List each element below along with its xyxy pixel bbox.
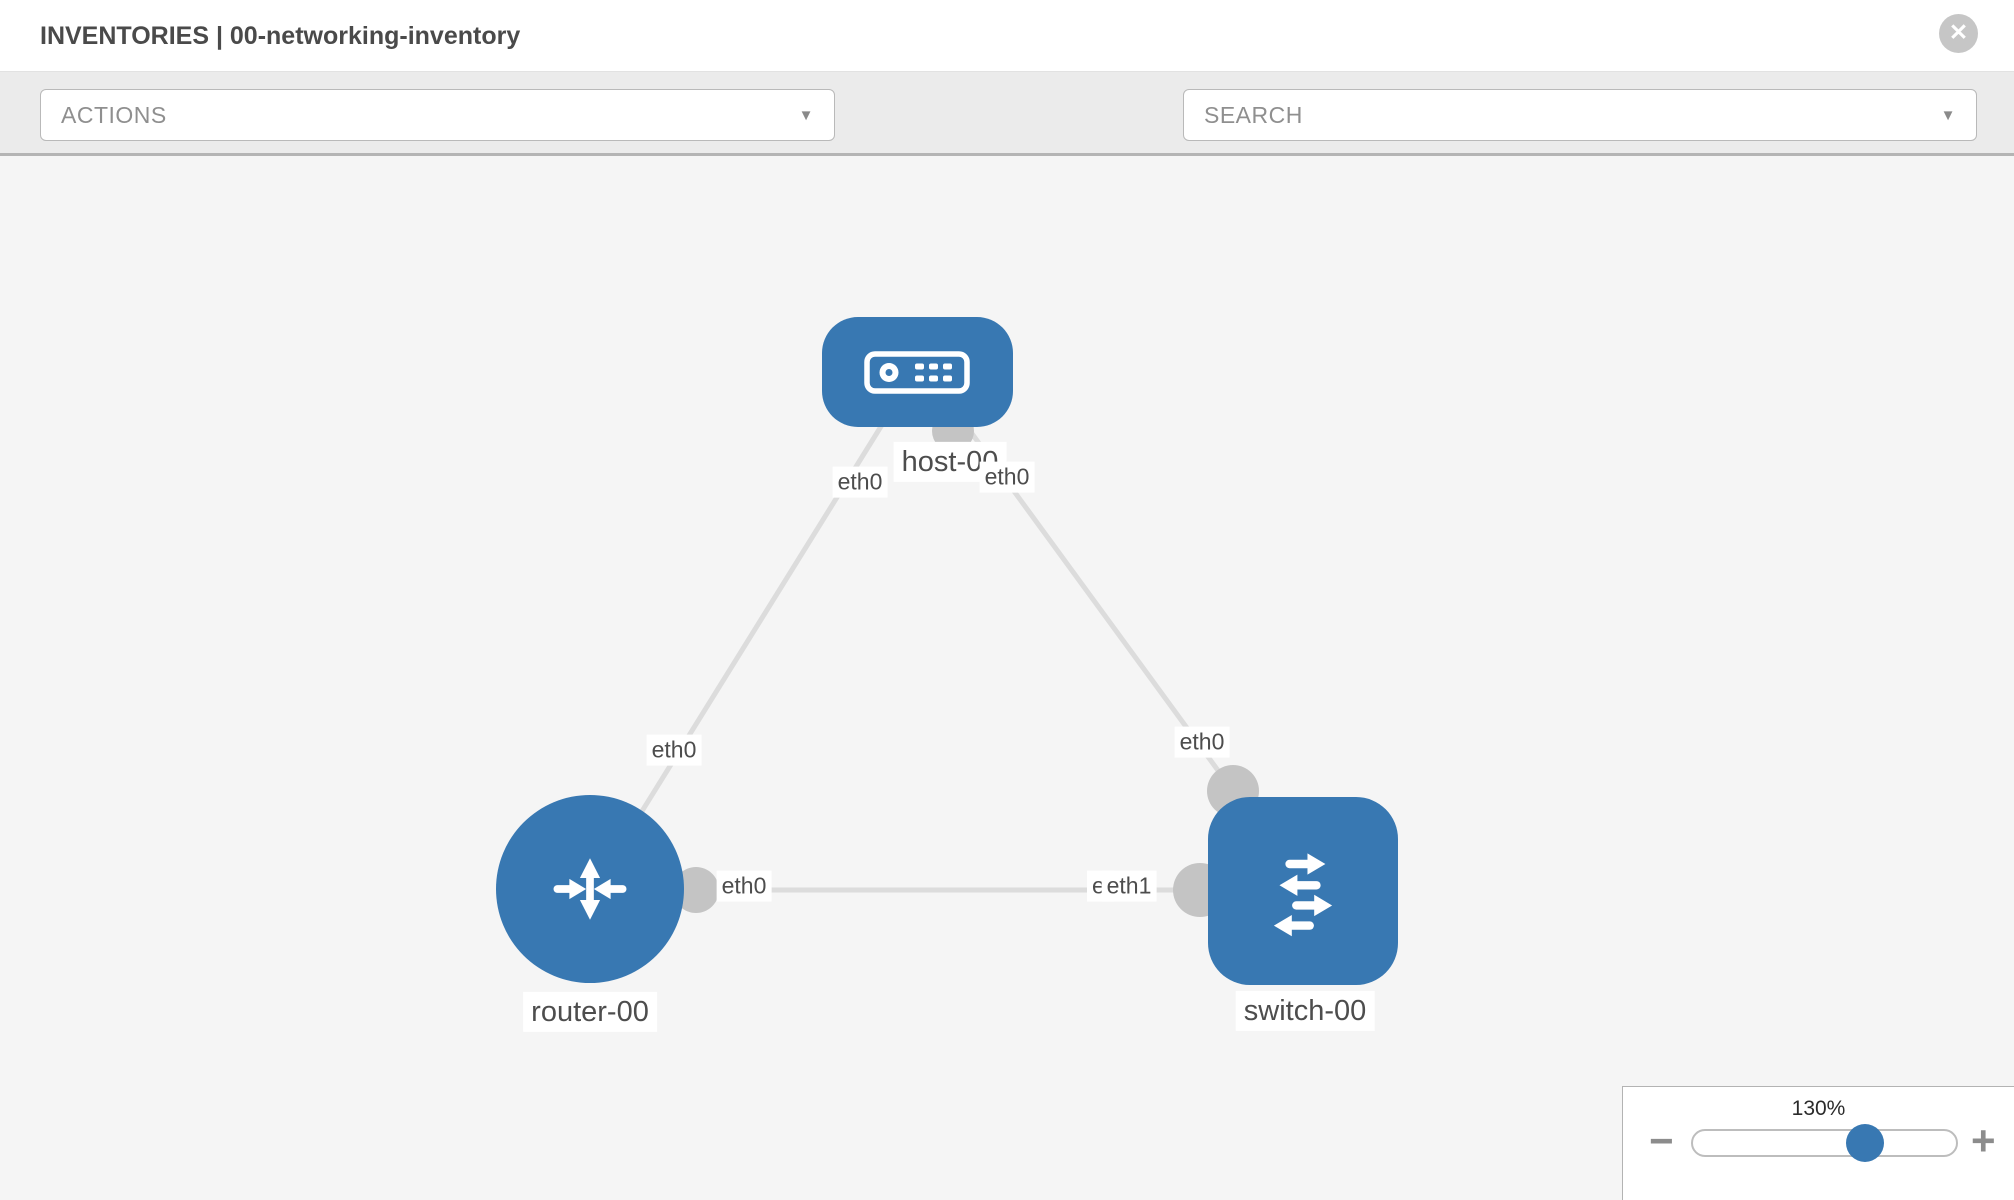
interface-dot-router: [673, 867, 719, 913]
chevron-down-icon: ▼: [798, 106, 814, 124]
actions-dropdown-label: ACTIONS: [61, 101, 167, 128]
search-dropdown[interactable]: SEARCH ▼: [1183, 89, 1977, 141]
actions-dropdown[interactable]: ACTIONS ▼: [40, 89, 835, 141]
topology-canvas[interactable]: host-00 router-00 switch-00 eth0 eth0 et…: [0, 156, 2014, 1200]
port-label-host-eth0-right: eth0: [979, 461, 1035, 493]
close-icon: ✕: [1948, 19, 1969, 45]
zoom-in-button[interactable]: +: [1971, 1117, 1996, 1164]
topology-graph: [496, 317, 1398, 985]
zoom-panel: 130% − +: [1622, 1086, 2014, 1200]
port-label-switch-horiz: eth1: [1101, 870, 1157, 902]
page-title: INVENTORIES | 00-networking-inventory: [40, 21, 521, 50]
port-label-host-eth0-left: eth0: [832, 466, 888, 498]
port-label-switch-diag: eth0: [1174, 726, 1230, 758]
close-button[interactable]: ✕: [1939, 14, 1978, 53]
node-switch-00[interactable]: [1208, 797, 1398, 985]
node-label-switch: switch-00: [1235, 990, 1375, 1032]
node-host-00[interactable]: [822, 317, 1013, 427]
zoom-out-button[interactable]: −: [1649, 1117, 1674, 1164]
node-router-00[interactable]: [496, 795, 684, 983]
router-icon: [553, 858, 627, 920]
port-label-router-horiz: eth0: [716, 870, 772, 902]
zoom-slider[interactable]: [1691, 1124, 1958, 1162]
zoom-slider-handle[interactable]: [1846, 1124, 1884, 1162]
search-dropdown-label: SEARCH: [1204, 101, 1303, 128]
switch-icon: [1273, 853, 1333, 937]
toolbar: ACTIONS ▼ SEARCH ▼: [0, 72, 2014, 204]
header: INVENTORIES | 00-networking-inventory ✕: [0, 0, 2014, 72]
host-icon: [864, 351, 970, 394]
zoom-level-label: 130%: [1791, 1097, 1846, 1120]
node-label-router: router-00: [523, 991, 657, 1033]
chevron-down-icon: ▼: [1940, 106, 1956, 124]
port-label-router-diag: eth0: [646, 734, 702, 766]
